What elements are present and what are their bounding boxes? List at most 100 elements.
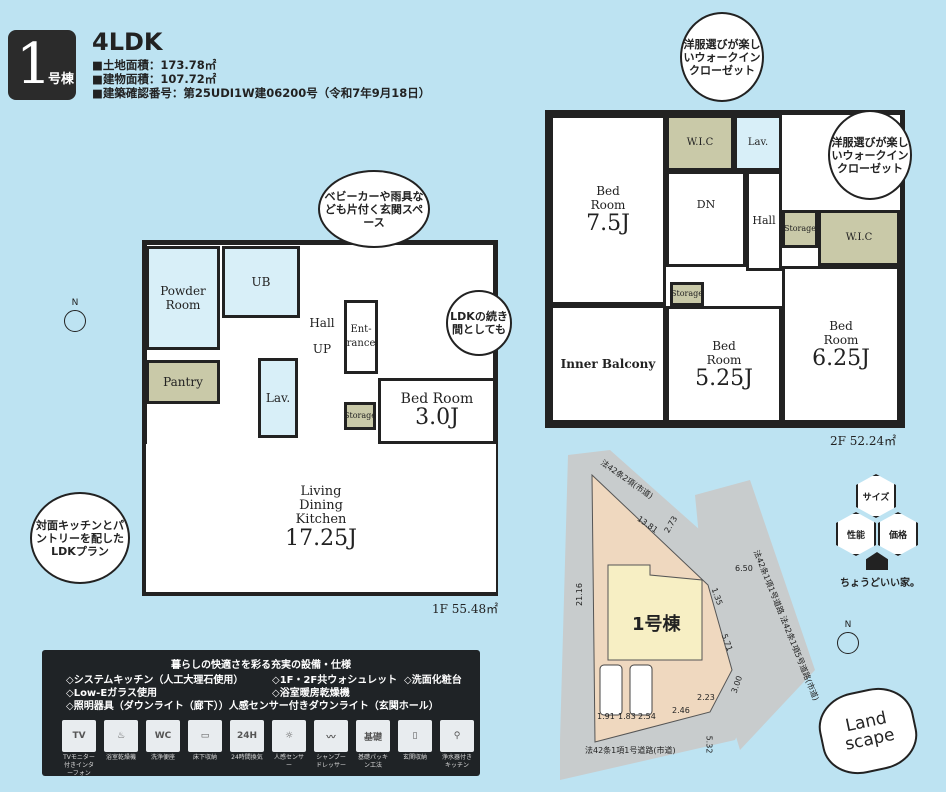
hex-size: サイズ <box>856 474 896 518</box>
icon-label: 浄水器付きキッチン <box>441 754 472 769</box>
house-icon <box>866 552 888 570</box>
inner-balcony: Inner Balcony <box>550 305 666 423</box>
compass-icon <box>64 310 86 332</box>
dim: 6.50 <box>735 564 753 573</box>
room-hall: Hall <box>309 316 335 330</box>
equip-bath-dryer: ♨ 浴室乾燥機 <box>104 720 138 778</box>
icon-label: 浴室乾燥機 <box>105 754 136 761</box>
icon-label: 玄関収納 <box>402 754 427 761</box>
icon-label: シャンプードレッサー <box>315 754 346 769</box>
hall-area: Hall UP <box>300 280 344 410</box>
dim: 1.83 <box>618 712 636 721</box>
hex-price: 価格 <box>878 512 918 556</box>
icon-label: 洗浄便座 <box>150 754 175 761</box>
room-ldk: Living Dining Kitchen 17.25J <box>146 444 496 592</box>
equipment-heading: 暮らしの快適さを彩る充実の設備・仕様 <box>171 660 351 671</box>
layout-title: 4LDK <box>92 28 163 56</box>
house-footprint <box>607 564 703 661</box>
land-area: ■土地面積：173.78㎡ <box>92 58 217 72</box>
room-storage-2f-1: Storage <box>782 210 818 248</box>
equip-foundation: 基礎基礎パッキン工法 <box>356 720 390 778</box>
building-area: ■建物面積：107.72㎡ <box>92 72 217 86</box>
equip-shampoo: 〰シャンプードレッサー <box>314 720 348 778</box>
equip-underfloor: ▭ 床下収納 <box>188 720 222 778</box>
equip-sensor: ☼人感センサー <box>272 720 306 778</box>
bath-dryer-icon: ♨ <box>104 720 138 752</box>
dim: 21.16 <box>574 583 584 606</box>
dim: 2.46 <box>672 706 690 715</box>
icon-label: TVモニター付きインターフォン <box>63 754 95 777</box>
room-entrance: Ent-rance <box>344 300 378 374</box>
equip-water-filter: ⚲ 浄水器付きキッチン <box>440 720 474 778</box>
stair-dn: DN <box>666 171 746 267</box>
building-badge: 1 号棟 <box>8 30 76 100</box>
dim: 5.32 <box>704 735 714 754</box>
equip-toilet: WC 洗浄便座 <box>146 720 180 778</box>
bed1-size: 7.5J <box>586 211 630 236</box>
room-bed-5-25: Bed Room 5.25J <box>666 306 782 423</box>
bubble-ldk: LDKの続き間としても <box>446 290 512 356</box>
area-1f: 1F 55.48㎡ <box>432 602 499 616</box>
bubble-wic-1: 洋服選びが楽しいウォークインクローゼット <box>680 12 764 102</box>
room-lav-2f: Lav. <box>734 115 782 171</box>
bubble-wic-2: 洋服選びが楽しいウォークインクローゼット <box>828 110 912 200</box>
bubble-entrance: ベビーカーや雨具なども片付く玄関スペース <box>318 170 430 248</box>
building-number: 1 <box>16 32 52 97</box>
feature: ◇システムキッチン（人工大理石使用） <box>66 675 244 686</box>
shoe-storage-icon: ▯ <box>398 720 432 752</box>
feature: ◇照明器具（ダウンライト（廊下））人感センサー付きダウンライト（玄関ホール） <box>66 701 439 712</box>
feature: ◇Low-Eガラス使用 <box>66 688 157 699</box>
north-label: N <box>71 298 79 308</box>
room-ub: UB <box>222 246 300 318</box>
bed2-size: 5.25J <box>695 365 753 391</box>
feature: ◇洗面化粧台 <box>404 675 462 686</box>
ldk-label: Living Dining Kitchen <box>295 484 347 527</box>
brand-tagline: ちょうどいい家。 <box>840 578 920 589</box>
foundation-icon: 基礎 <box>356 720 390 752</box>
site-house-label: 1号棟 <box>632 614 681 635</box>
feature: ◇浴室暖房乾燥機 <box>272 688 350 699</box>
icon-label: 床下収納 <box>192 754 217 761</box>
dim: 2.23 <box>697 693 715 702</box>
underfloor-storage-icon: ▭ <box>188 720 222 752</box>
bed1-label: Bed Room <box>590 184 626 212</box>
dim: 2.54 <box>638 712 656 721</box>
room-storage: Storage <box>344 402 376 430</box>
site-plan <box>560 450 815 780</box>
building-suffix: 号棟 <box>48 72 75 87</box>
compass-1f: N <box>62 298 88 338</box>
faucet-icon: ⚲ <box>440 720 474 752</box>
room-hall-2f: Hall <box>746 171 782 271</box>
icon-label: 基礎パッキン工法 <box>357 754 388 769</box>
ventilation-icon: 24H <box>230 720 264 752</box>
bed3-size: 6.25J <box>812 345 870 371</box>
area-2f: 2F 52.24㎡ <box>830 434 897 448</box>
icon-label: 人感センサー <box>273 754 304 769</box>
shower-icon: 〰 <box>314 720 348 752</box>
equip-entrance-storage: ▯ 玄関収納 <box>398 720 432 778</box>
parking-1 <box>599 664 623 716</box>
bubble-kitchen: 対面キッチンとパントリーを配したLDKプラン <box>30 492 130 584</box>
feature: ◇1F・2F共ウォシュレット <box>272 675 398 686</box>
compass-site: N <box>835 620 861 660</box>
room-bed-7-5: Bed Room 7.5J <box>550 115 666 305</box>
room-wic-2: W.I.C <box>818 210 900 266</box>
north-label: N <box>844 620 852 630</box>
bed-size: 3.0J <box>415 405 459 430</box>
bed-label: Bed Room <box>400 391 474 407</box>
equipment-panel: 暮らしの快適さを彩る充実の設備・仕様 ◇システムキッチン（人工大理石使用） ◇1… <box>42 650 480 778</box>
hex-performance: 性能 <box>836 512 876 556</box>
toilet-icon: WC <box>146 720 180 752</box>
intercom-icon: TV <box>62 720 96 752</box>
room-powder: Powder Room <box>146 246 220 350</box>
stair-up: UP <box>312 342 332 356</box>
room-bed-6-25: Bed Room 6.25J <box>782 266 900 423</box>
room-bed-1f: Bed Room 3.0J <box>378 378 496 444</box>
bed3-label: Bed Room <box>823 318 859 347</box>
parking-2 <box>629 664 653 716</box>
room-pantry: Pantry <box>146 360 220 404</box>
bed2-label: Bed Room <box>706 338 742 367</box>
